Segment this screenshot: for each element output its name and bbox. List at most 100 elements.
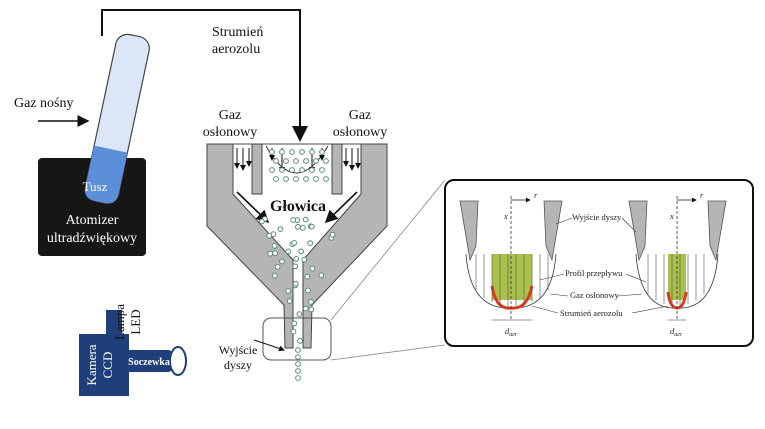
inset-d-left: daer (505, 326, 518, 338)
droplet (293, 256, 300, 262)
aerosol-droplets (258, 149, 336, 381)
head-label: Głowica (270, 198, 326, 215)
droplet (319, 167, 325, 173)
droplet (293, 158, 299, 164)
carrier-gas-label: Gaz nośny (14, 96, 74, 111)
droplet (290, 217, 297, 223)
droplet (318, 272, 325, 279)
nozzle-exit-arrow (253, 339, 285, 352)
sheath-gas-left-1: Gaz (219, 108, 242, 123)
inset-axis-r-right: r (700, 190, 704, 200)
droplet (286, 298, 293, 305)
droplet (302, 305, 309, 312)
camera-label-2: CCD (100, 352, 115, 379)
droplet (323, 176, 329, 182)
droplet (309, 223, 315, 230)
droplet (296, 311, 303, 318)
droplet (308, 299, 314, 305)
droplet (285, 248, 292, 255)
droplet (295, 224, 301, 230)
droplet (291, 240, 298, 246)
droplet (303, 176, 309, 182)
aerosol-stream-label-2: aerozolu (212, 42, 260, 57)
droplet (298, 248, 305, 255)
aerosol-stream-label-1: Strumień (212, 25, 263, 40)
droplet (273, 176, 279, 182)
inset-axis-x-right: x (669, 211, 674, 221)
droplet (274, 264, 281, 270)
camera-assembly (79, 310, 187, 396)
inset-left-nozzle (459, 196, 563, 321)
zoom-line-top (330, 179, 446, 321)
droplet (269, 167, 275, 173)
droplet (323, 158, 329, 164)
droplet (289, 149, 295, 155)
droplet (272, 272, 278, 279)
droplet (319, 149, 325, 155)
droplet (291, 320, 298, 327)
droplet (295, 347, 301, 353)
inset-axis-r-left: r (534, 190, 538, 200)
droplet (295, 354, 301, 360)
print-head (206, 143, 388, 349)
inset-aerosol-label: Strumień aerozolu (560, 308, 623, 318)
droplet (267, 250, 274, 257)
inset-right-nozzle (628, 196, 727, 321)
atomizer-label-2: ultradźwiękowy (47, 231, 137, 246)
droplet (295, 361, 301, 367)
zoom-line-bottom (330, 344, 446, 361)
droplet (299, 167, 305, 173)
droplet (300, 225, 306, 231)
droplet (258, 218, 265, 225)
nozzle-exit-label-2: dyszy (224, 358, 252, 372)
droplet (273, 158, 279, 164)
sheath-gas-right-1: Gaz (349, 108, 372, 123)
droplet (269, 149, 275, 155)
droplet (283, 176, 289, 182)
droplet (292, 280, 299, 287)
droplet (272, 250, 279, 257)
inset-nozzle-exit-label: Wyjście dyszy (572, 212, 622, 222)
droplet (308, 306, 315, 313)
lamp-label-2: LED (128, 309, 143, 334)
droplet (299, 149, 305, 155)
droplet (285, 288, 292, 294)
sheath-gas-left-2: osłonowy (203, 125, 257, 140)
droplet (289, 167, 295, 173)
ink-tube (84, 33, 150, 204)
lamp-label-1: Lampa (112, 304, 127, 340)
inset-panel (444, 179, 754, 347)
ink-label: Tusz (83, 179, 108, 194)
inset-sheath-gas-label: Gaz osłonowy (570, 290, 620, 300)
inset-axis-x-left: x (503, 211, 508, 221)
droplet (297, 338, 304, 344)
atomizer-label-1: Atomizer (66, 213, 119, 228)
droplet (313, 176, 319, 182)
droplet (295, 375, 301, 381)
lens-barrel (126, 350, 172, 372)
droplet (283, 158, 289, 164)
lens-element (169, 346, 187, 376)
droplet (309, 167, 315, 173)
inset-d-right: daer (670, 326, 683, 338)
droplet (292, 263, 299, 270)
droplet (295, 368, 301, 374)
droplet (304, 273, 311, 280)
inset-flow-profile-label: Profil przepływu (565, 268, 623, 278)
zoom-region-box (262, 317, 332, 361)
aerosol-feed-line (101, 9, 308, 142)
droplet (279, 167, 285, 173)
led-lamp (106, 310, 122, 356)
droplet (305, 287, 311, 294)
droplet (307, 240, 314, 247)
nozzle-exit-label-1: Wyjście (219, 343, 258, 357)
sheath-gas-right-2: osłonowy (333, 125, 387, 140)
droplet (301, 256, 308, 263)
lens-label: Soczewka (128, 357, 170, 368)
droplet (279, 149, 285, 155)
droplet (313, 158, 319, 164)
droplet (309, 149, 315, 155)
droplet (309, 265, 316, 272)
